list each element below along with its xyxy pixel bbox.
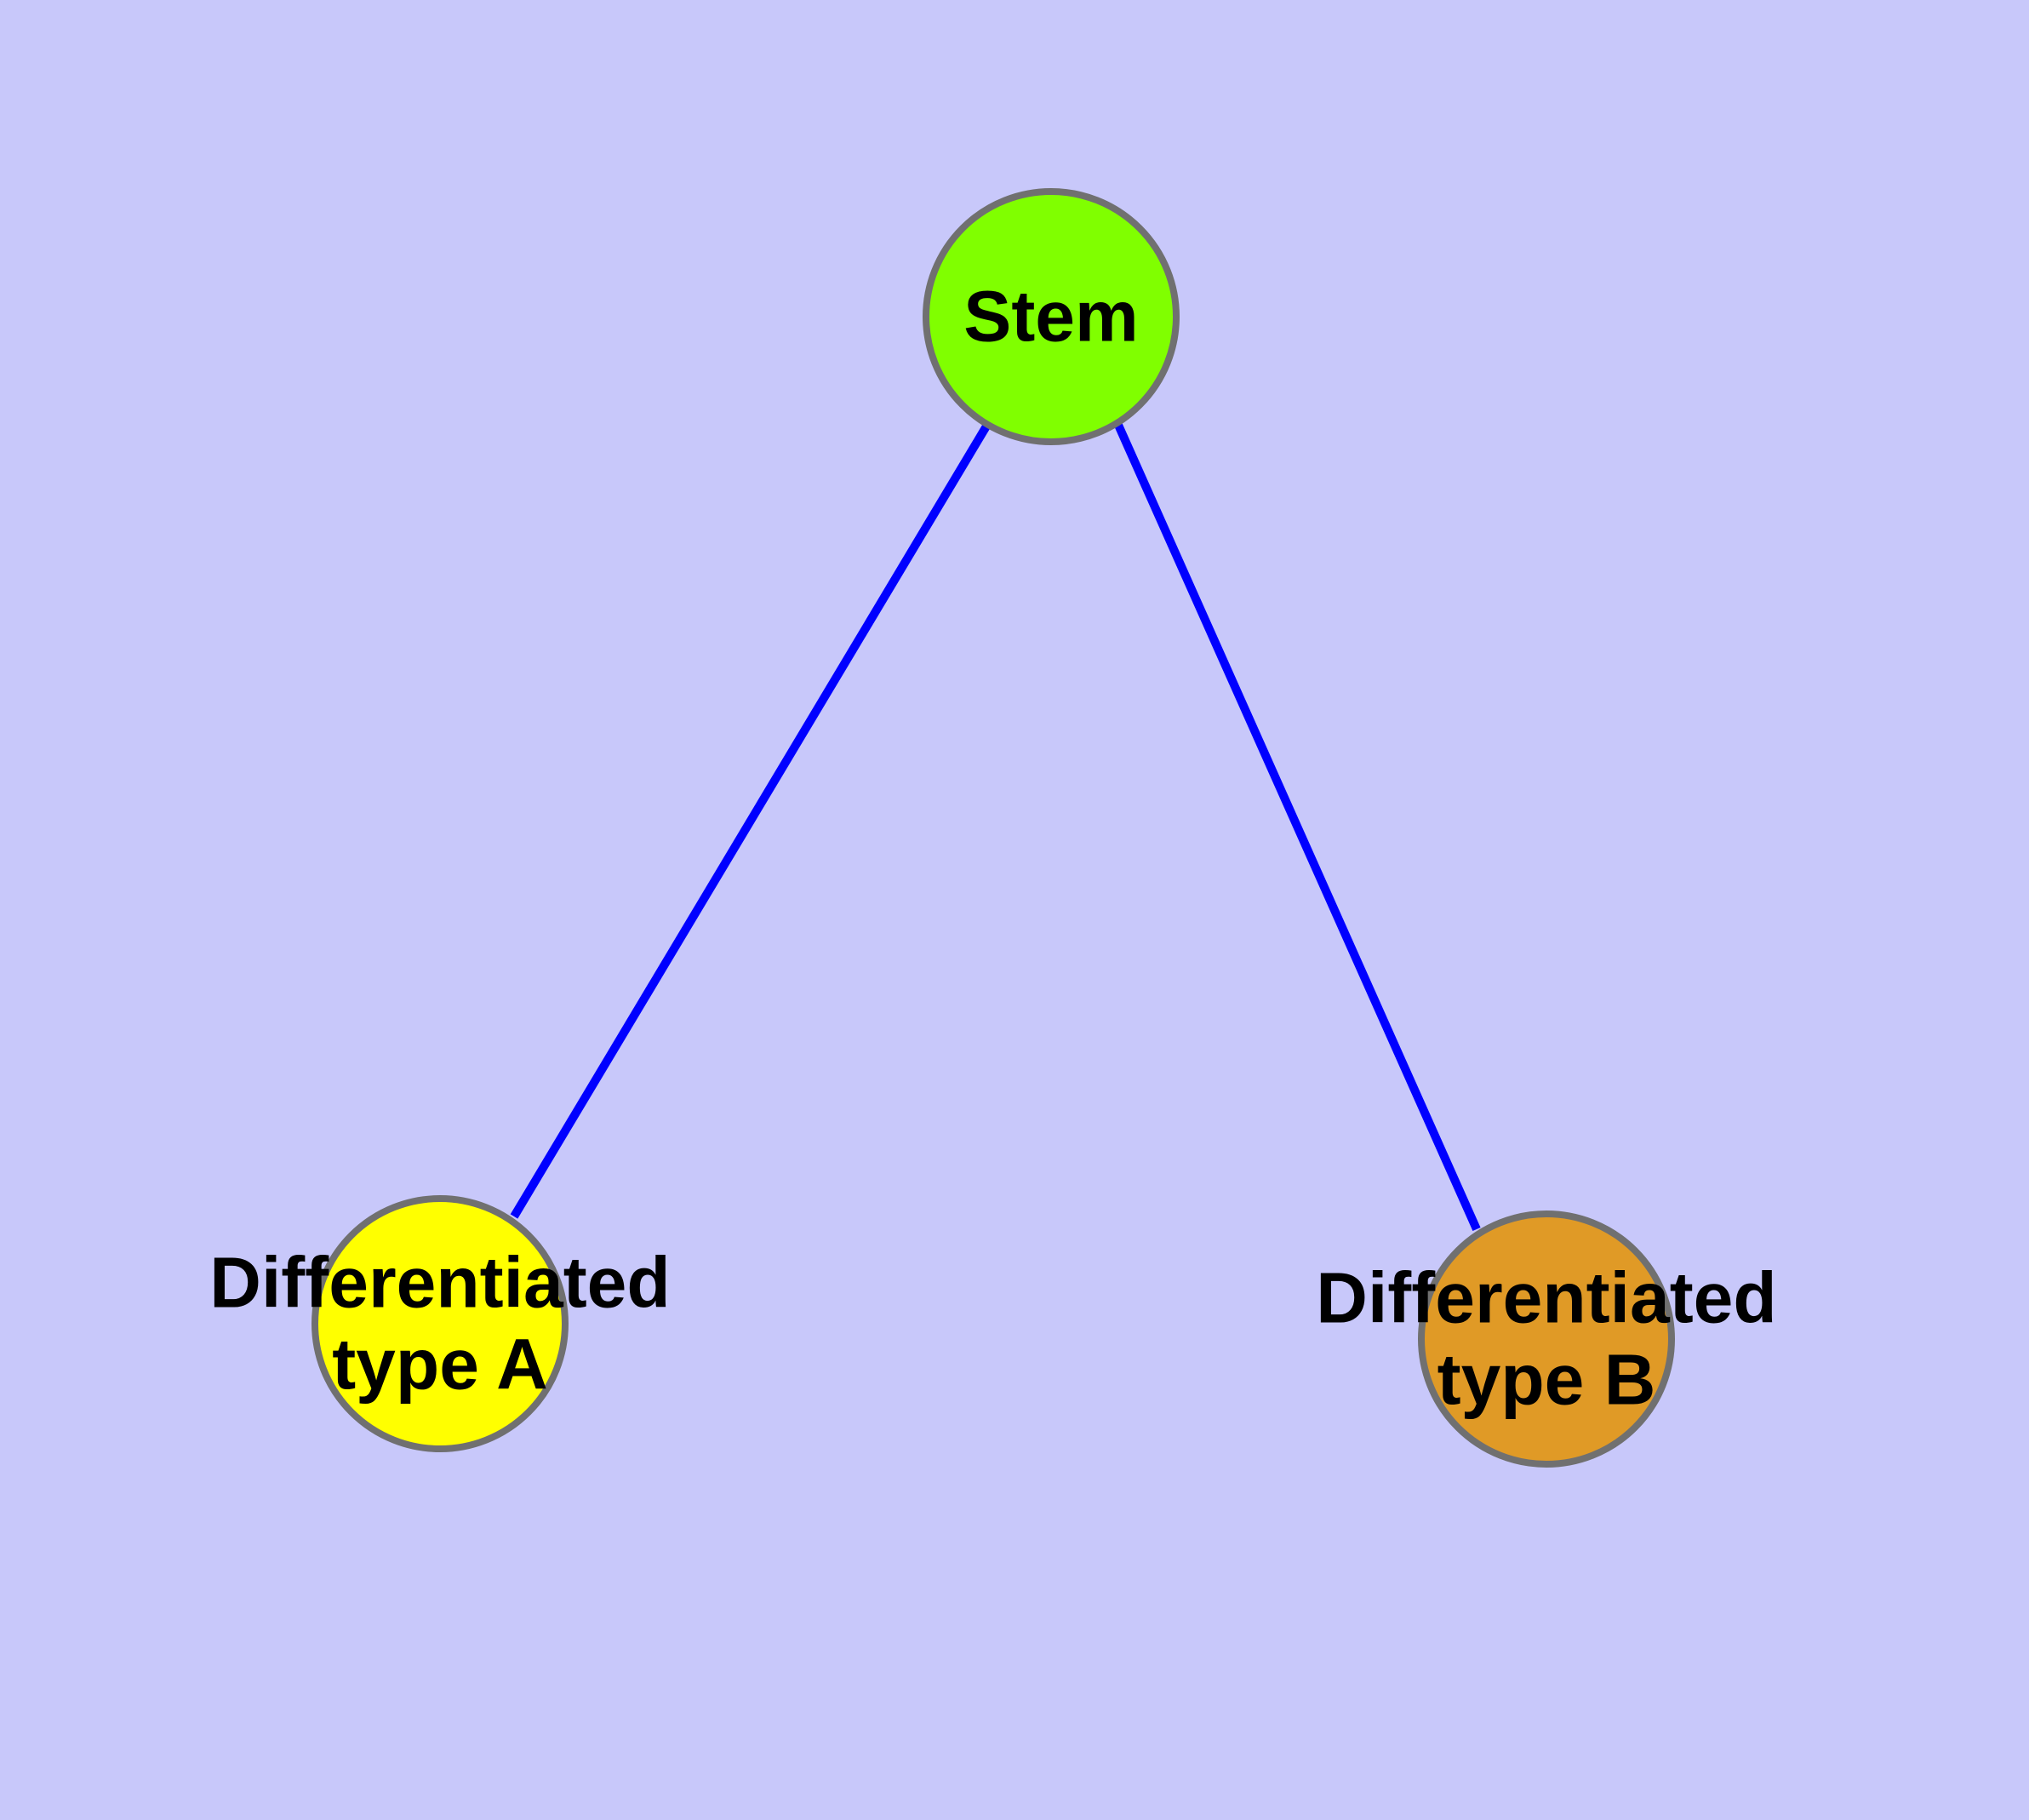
node-differentiated-type-a-circle[interactable] [311,1195,569,1452]
edge-stem-to-differentiated-type-a[interactable] [510,422,992,1219]
label-line: type A [332,1325,548,1405]
node-stem[interactable] [923,188,1180,445]
node-stem-label: Stem [963,277,1138,357]
label-line: Differentiated [1316,1258,1776,1338]
label-line: Stem [963,277,1138,357]
node-stem-circle[interactable] [923,188,1180,445]
label-line: Differentiated [209,1243,670,1323]
node-layer [311,188,1675,1468]
label-line: type B [1437,1340,1656,1420]
node-differentiated-type-b[interactable] [1418,1210,1675,1468]
node-differentiated-type-b-circle[interactable] [1418,1210,1675,1468]
node-differentiated-type-a[interactable] [311,1195,569,1452]
edge-stem-to-differentiated-type-b[interactable] [1113,421,1481,1232]
edge-layer [510,421,1481,1232]
